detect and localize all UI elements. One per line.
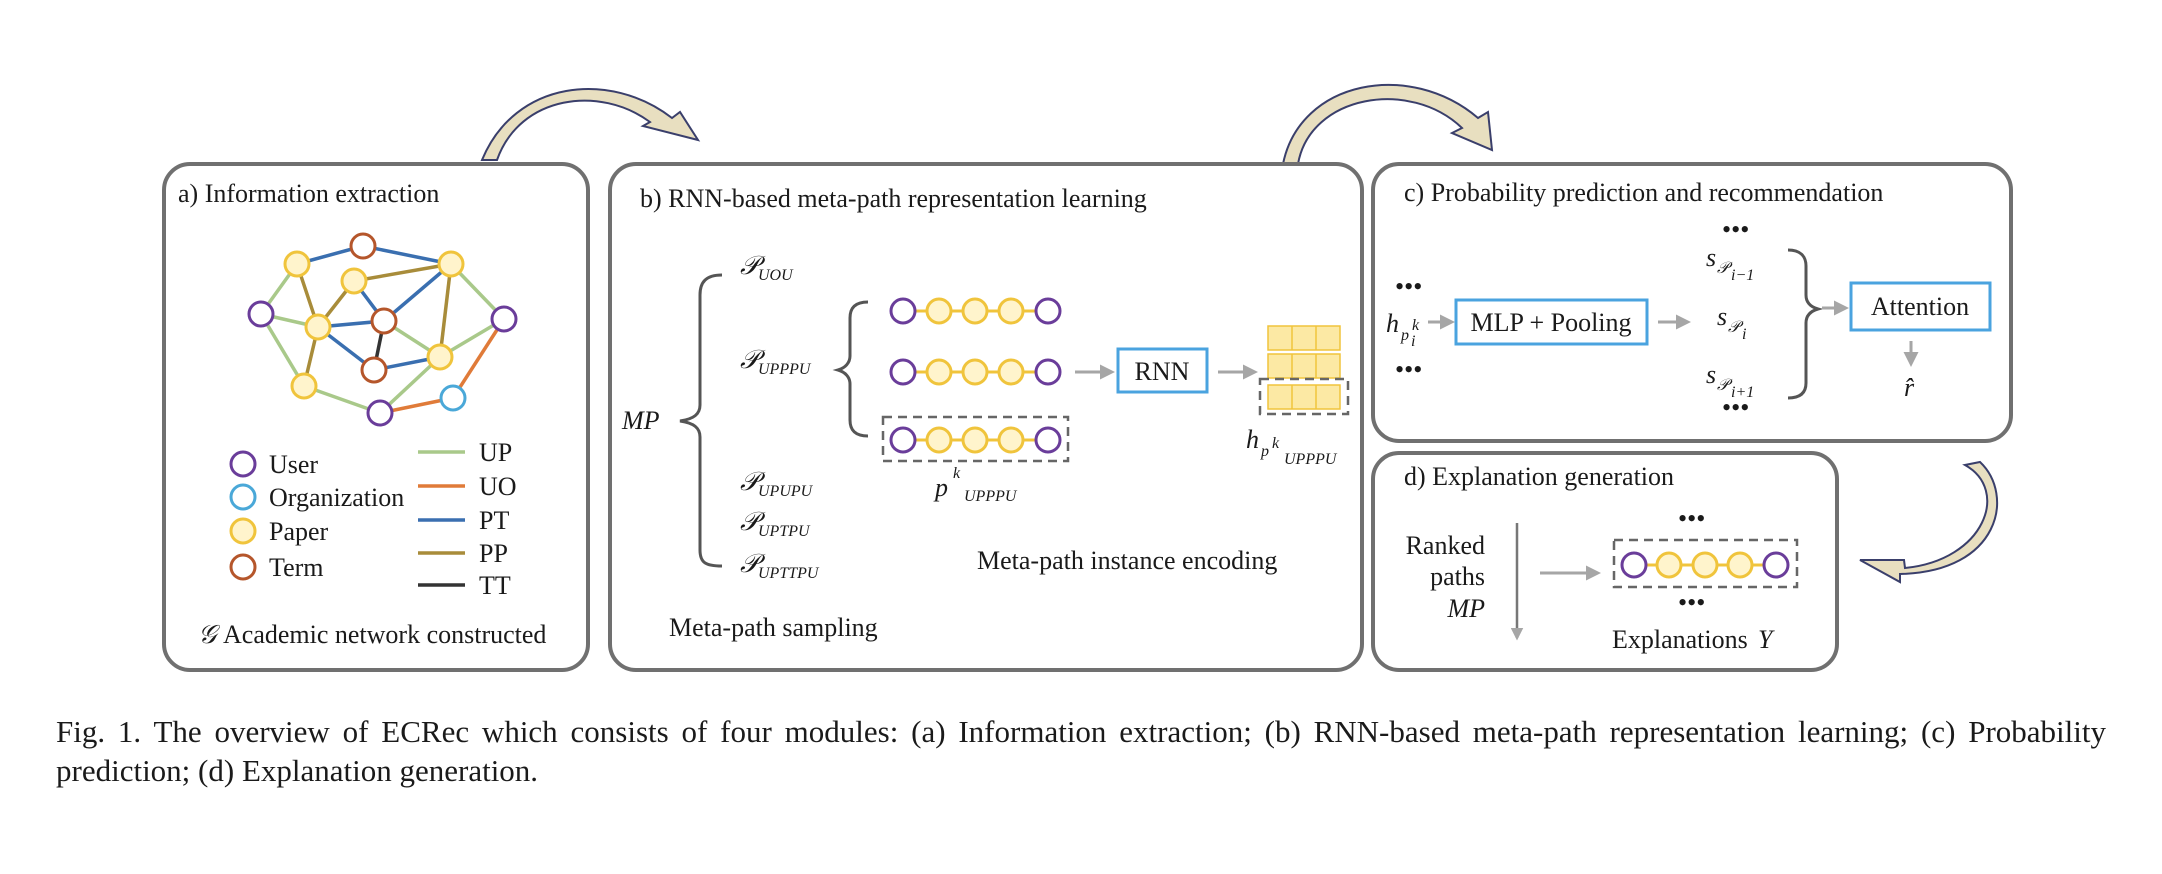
svg-text:UPPPU: UPPPU (964, 488, 1018, 505)
path-embedding-label: h p k UPPPU (1246, 425, 1338, 468)
legend-paper-label: Paper (269, 517, 329, 546)
svg-text:i+1: i+1 (1731, 384, 1754, 401)
svg-text:Y: Y (1758, 625, 1775, 654)
legend-pp-label: PP (479, 539, 508, 568)
instance-label: p k UPPPU (933, 465, 1018, 505)
svg-text:i: i (1411, 333, 1415, 350)
legend-user-label: User (269, 450, 318, 479)
organization-node-marker (229, 483, 257, 511)
mp-brace (679, 273, 723, 568)
graph-caption: Academic network constructed (223, 620, 546, 649)
meta-path-upttpu-subscript: UPTTPU (758, 565, 820, 582)
svg-text:k: k (1272, 435, 1280, 452)
meta-path-upupu-subscript: UPUPU (758, 483, 814, 500)
legend-up-label: UP (479, 438, 512, 467)
academic-network-graph (247, 232, 518, 427)
ranked-label-line2: paths (1430, 562, 1485, 591)
svg-text:s: s (1706, 360, 1716, 389)
meta-path-encoding-label: Meta-path instance encoding (977, 546, 1277, 575)
input-ellipsis-top: ••• (1395, 272, 1422, 301)
panel-d-title: d) Explanation generation (1404, 462, 1674, 491)
svg-text:Explanations: Explanations (1612, 625, 1748, 654)
connector-arrow-c-to-d (1859, 460, 1999, 584)
svg-text:UPPPU: UPPPU (1284, 451, 1338, 468)
panel-b-title: b) RNN-based meta-path representation le… (640, 184, 1147, 213)
explanation-ellipsis-bottom: ••• (1678, 588, 1705, 617)
meta-path-uptpu-subscript: UPTPU (758, 523, 811, 540)
score-ellipsis-bottom: ••• (1722, 393, 1749, 422)
svg-text:s: s (1717, 302, 1727, 331)
meta-path-uou-subscript: UOU (758, 267, 794, 284)
path-instance-1 (889, 297, 1062, 325)
legend-uo-label: UO (479, 472, 517, 501)
legend-term-label: Term (269, 553, 324, 582)
path-instance-2 (889, 358, 1062, 386)
attention-box (1849, 281, 1992, 332)
embedding-input-label: h p i k (1386, 309, 1420, 350)
panel-probability-prediction: c) Probability prediction and recommenda… (1371, 162, 2013, 443)
term-node-marker (229, 553, 257, 581)
attention-label: Attention (1871, 292, 1969, 321)
svg-text:p: p (1260, 443, 1269, 460)
node-type-legend: User Organization Paper Term (229, 450, 404, 582)
mlp-pooling-box (1454, 298, 1649, 346)
explanation-ellipsis-top: ••• (1678, 504, 1705, 533)
panel-c-title: c) Probability prediction and recommenda… (1404, 178, 1883, 207)
panel-a-title: a) Information extraction (178, 179, 439, 208)
ranked-label-line1: Ranked (1406, 531, 1485, 560)
rnn-box (1116, 347, 1209, 394)
input-ellipsis-bottom: ••• (1395, 355, 1422, 384)
paper-node-marker (229, 517, 257, 545)
edge-type-legend: UP UO PT PP TT (418, 438, 517, 600)
svg-text:h: h (1386, 309, 1399, 338)
ranked-label-mp: MP (1446, 594, 1485, 623)
svg-text:k: k (1412, 317, 1420, 334)
mlp-pooling-label: MLP + Pooling (1470, 308, 1631, 337)
path-instance-selected (881, 415, 1070, 463)
rnn-output-embeddings (1258, 325, 1350, 416)
svg-text:p: p (1400, 327, 1409, 344)
panel-information-extraction: a) Information extraction (162, 162, 590, 672)
score-ellipsis-top: ••• (1722, 215, 1749, 244)
user-node-marker (229, 450, 257, 478)
meta-path-upppu-subscript: UPPPU (758, 361, 812, 378)
instance-brace (832, 300, 869, 438)
meta-path-sampling-label: Meta-path sampling (669, 613, 878, 642)
graph-symbol: 𝒢 (198, 620, 221, 649)
explanations-label: Explanations Y (1612, 625, 1775, 654)
mp-label: MP (621, 406, 660, 435)
svg-text:p: p (933, 473, 948, 502)
panel-rnn-meta-path-learning: b) RNN-based meta-path representation le… (608, 162, 1364, 672)
rnn-label: RNN (1135, 357, 1190, 386)
legend-tt-label: TT (479, 571, 511, 600)
connector-arrow-b-to-c (1281, 84, 1494, 165)
svg-text:i−1: i−1 (1731, 267, 1754, 284)
legend-pt-label: PT (479, 506, 509, 535)
panel-explanation-generation: d) Explanation generation Ranked paths M… (1371, 451, 1839, 672)
figure-caption: Fig. 1. The overview of ECRec which cons… (56, 714, 2106, 788)
svg-text:k: k (953, 465, 961, 482)
svg-text:h: h (1246, 425, 1259, 454)
explanation-path (1612, 538, 1799, 589)
svg-text:s: s (1706, 243, 1716, 272)
svg-text:i: i (1742, 326, 1746, 343)
predicted-score-label: r̂ (1904, 373, 1915, 402)
connector-arrow-a-to-b (480, 88, 701, 161)
legend-organization-label: Organization (269, 483, 404, 512)
score-brace (1787, 248, 1824, 400)
